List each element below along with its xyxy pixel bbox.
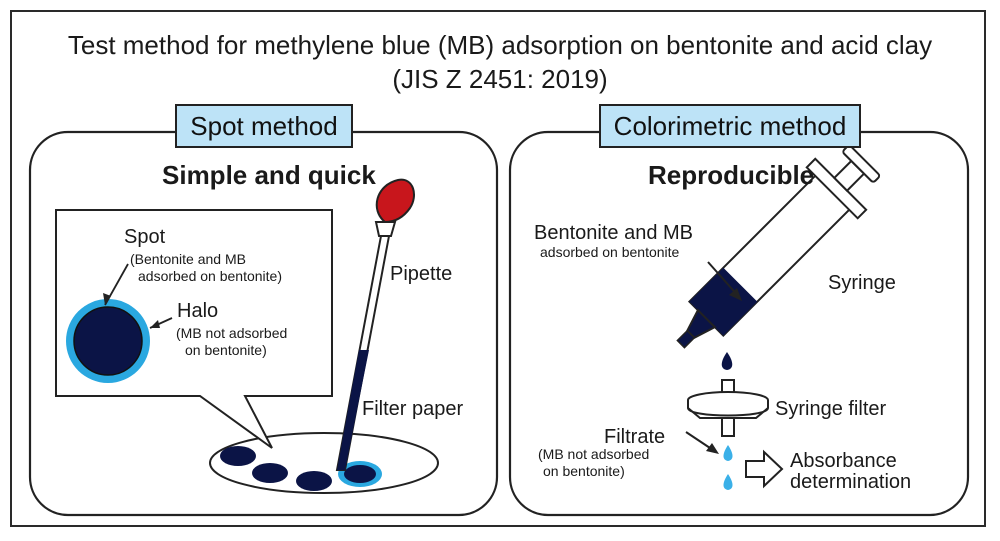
bentonite-note: adsorbed on bentonite [540,244,680,260]
paper-spot-1 [220,446,256,466]
syringe-drop [721,352,733,370]
syringe-plunger-cap [842,144,881,183]
diagram-subtitle: (JIS Z 2451: 2019) [392,64,608,94]
filter-outlet [721,417,735,437]
pipette-neck [374,221,397,237]
filtrate-note-1: (MB not adsorbed [538,446,650,462]
bentonite-label: Bentonite and MB [534,222,693,244]
pipette-bulb [375,178,415,224]
halo-arrow-head [150,320,160,328]
syringe-tip [676,329,696,349]
bentonite-arrow-head [729,288,742,301]
spot-note-1: (Bentonite and MB [130,251,246,267]
filtrate-drop-2 [723,474,733,490]
spot-heading: Simple and quick [162,160,376,190]
spot-arrow-head [103,293,111,305]
filtrate-note-2: on bentonite) [543,463,625,479]
syringe-filter [687,379,769,437]
colorimetric-method-tag: Colorimetric method [599,104,861,148]
paper-spot-2 [252,463,288,483]
syringe-label: Syringe [828,272,896,294]
filter-paper-label: Filter paper [362,398,464,420]
paper-spot-3 [296,471,332,491]
filter-body [687,400,769,417]
halo-note-1: (MB not adsorbed [176,325,288,341]
absorbance-label-1: Absorbance [790,450,897,472]
outer-frame [10,10,986,527]
pipette-label: Pipette [390,263,453,285]
filtrate-arrow-head [706,443,719,454]
spot-note-2: adsorbed on bentonite) [138,268,282,284]
filtrate-label: Filtrate [604,426,666,448]
diagram-title: Test method for methylene blue (MB) adso… [67,30,933,60]
pipette [335,178,415,471]
spot-circle [73,306,143,376]
absorbance-label-2: determination [790,471,912,493]
syringe [676,144,881,349]
spot-label: Spot [124,226,166,248]
spot-method-tag: Spot method [175,104,353,148]
filtrate-drop-1 [723,445,733,461]
paper-spot-4 [344,465,376,483]
pipette-mb-fill [337,350,369,470]
syringe-filter-label: Syringe filter [775,398,887,420]
colorimetric-heading: Reproducible [648,160,815,190]
absorbance-arrow [745,449,784,489]
halo-note-2: on bentonite) [185,342,267,358]
halo-label: Halo [177,300,219,322]
